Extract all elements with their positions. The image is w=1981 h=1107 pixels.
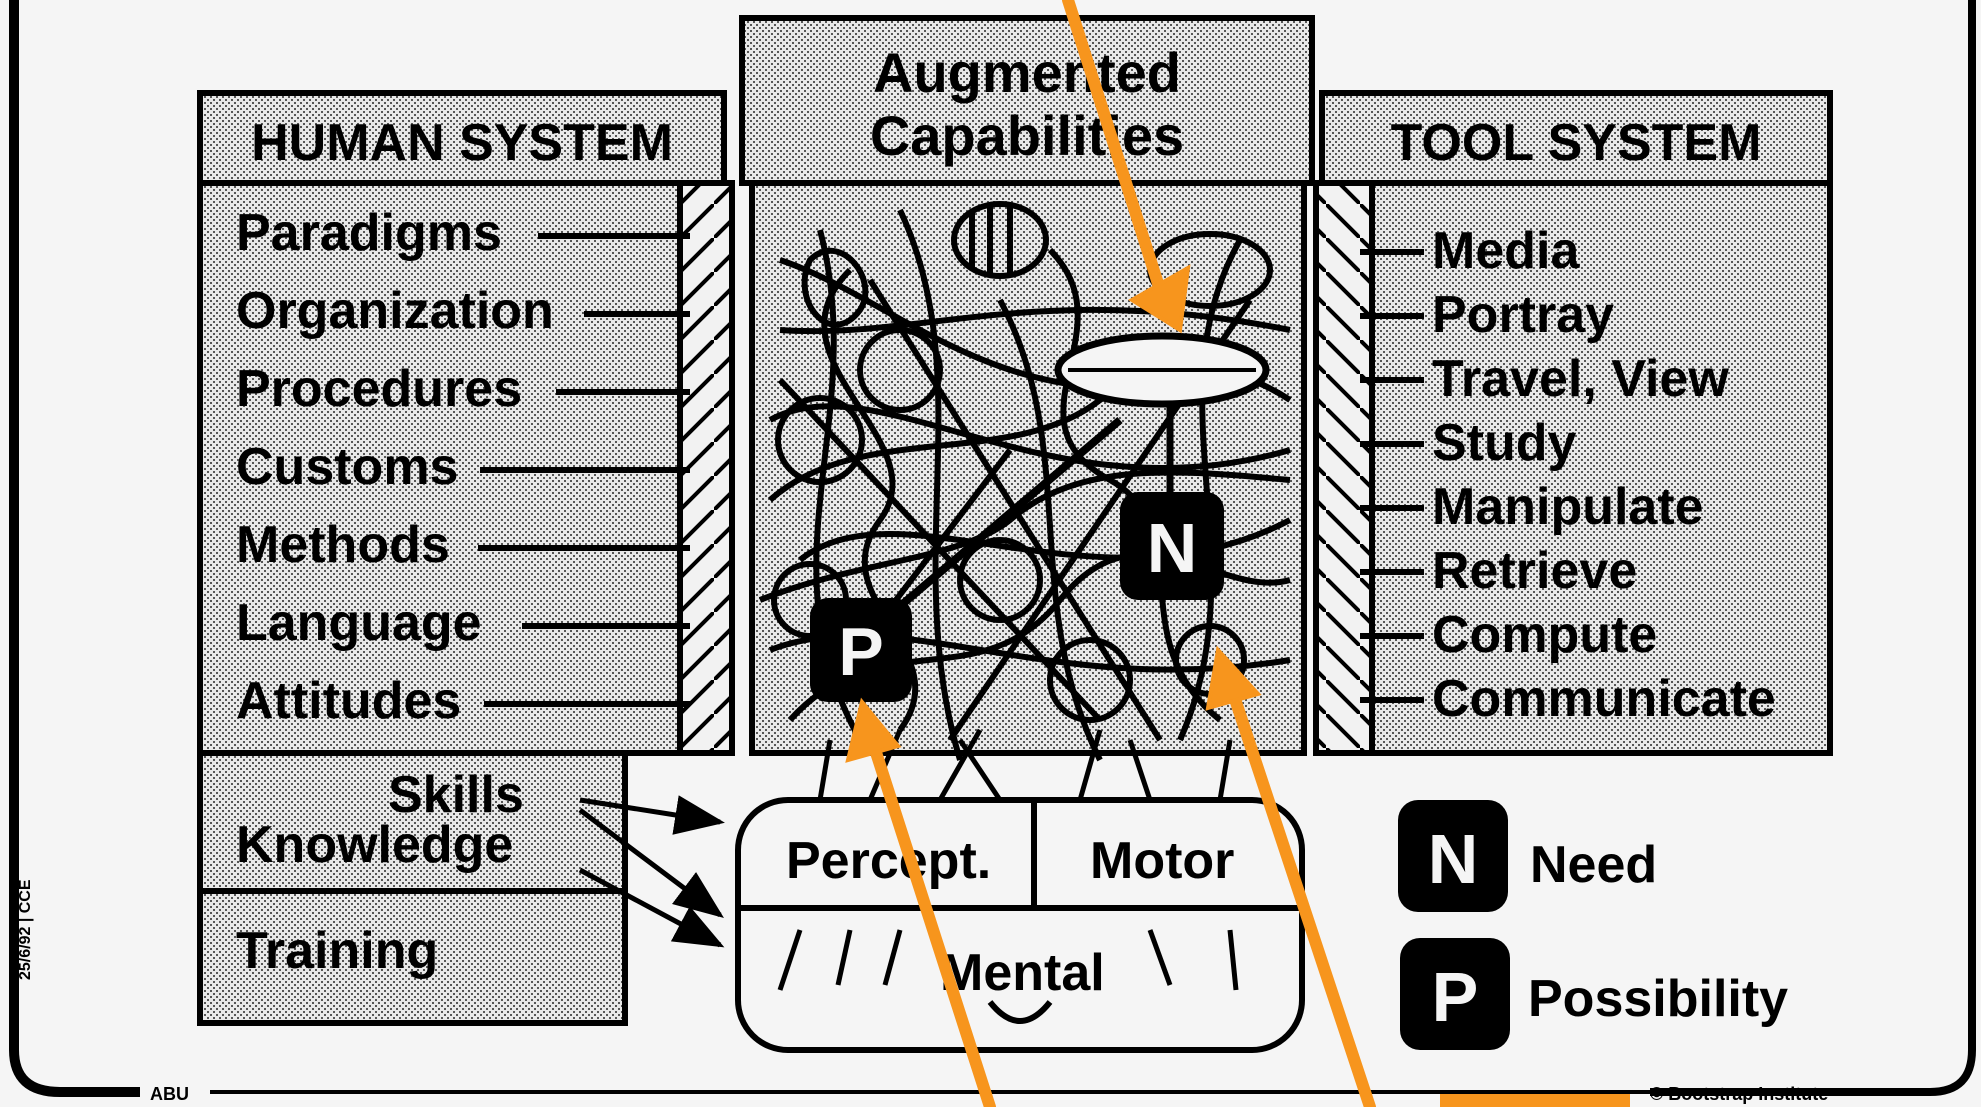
- augmented-header-line2: Capabilities: [870, 104, 1184, 167]
- page-border-right: [1650, 0, 1976, 1096]
- tool-item: Retrieve: [1432, 542, 1637, 600]
- skills-arrow: [579, 795, 725, 835]
- footer-right-tag: © Bootstrap Institute: [1650, 1084, 1828, 1104]
- arrow-to-node-head: [1205, 645, 1262, 711]
- legend-possibility-swatch: [1400, 938, 1510, 1050]
- skills-training-panel: Skills Knowledge Training: [197, 750, 725, 1026]
- arrow-to-goal: [1062, 0, 1166, 296]
- human-item: Customs: [236, 438, 458, 496]
- footer-left-tag: ABU: [150, 1084, 189, 1104]
- legend-need-swatch: [1398, 800, 1508, 912]
- need-node-glyph: N: [1147, 509, 1198, 587]
- capability-box: Percept. Motor Mental: [735, 728, 1305, 1053]
- human-item: Paradigms: [236, 204, 502, 262]
- human-item: Methods: [236, 516, 450, 574]
- page-border: [9, 0, 140, 1097]
- tool-leader-lines: [1360, 249, 1424, 703]
- human-system-panel: HUMAN SYSTEM: [197, 90, 735, 756]
- human-system-list: Paradigms Organization Procedures Custom…: [236, 204, 554, 730]
- tool-system-panel: TOOL SYSTEM: [1313, 90, 1833, 756]
- mental-label: Mental: [940, 944, 1105, 1002]
- tool-item: Study: [1432, 414, 1577, 472]
- human-item: Organization: [236, 282, 554, 340]
- human-system-header-box: [197, 90, 727, 186]
- arrow-to-goal-head: [1128, 264, 1191, 334]
- need-node: N: [1120, 492, 1224, 600]
- training-box: [197, 888, 628, 1026]
- tool-item: Compute: [1432, 606, 1657, 664]
- arrow-to-node: [1226, 684, 1376, 1107]
- arrow-to-possibility-head: [845, 697, 902, 763]
- legend-need-glyph: N: [1428, 820, 1479, 898]
- side-text: 25/6/92 | CCE: [17, 879, 34, 980]
- tool-item: Media: [1432, 222, 1580, 280]
- knowledge-label: Knowledge: [236, 816, 513, 874]
- human-item: Procedures: [236, 360, 522, 418]
- legend-possibility-glyph: P: [1432, 958, 1479, 1036]
- legend-need-label: Need: [1530, 836, 1657, 894]
- annotation-arrows: [845, 0, 1376, 1107]
- tool-item: Portray: [1432, 286, 1614, 344]
- tool-item: Manipulate: [1432, 478, 1704, 536]
- legend-possibility-label: Possibility: [1528, 970, 1788, 1028]
- tool-system-header-box: [1319, 90, 1833, 186]
- tool-system-list: Media Portray Travel, View Study Manipul…: [1432, 222, 1776, 728]
- human-leader-lines: [478, 233, 690, 707]
- motor-label: Motor: [1090, 832, 1234, 890]
- tool-item: Communicate: [1432, 670, 1776, 728]
- percept-label: Percept.: [786, 832, 991, 890]
- footer-highlight: [1440, 1094, 1630, 1107]
- augmented-header-line1: Augmented: [873, 41, 1181, 104]
- human-item: Attitudes: [236, 672, 461, 730]
- tool-system-hatch-bar: [1313, 180, 1375, 756]
- legend: N Need P Possibility: [1398, 800, 1788, 1050]
- goal-ellipse: [1054, 332, 1270, 492]
- arrow-to-possibility: [866, 734, 996, 1107]
- tool-system-body: [1369, 180, 1833, 756]
- training-label: Training: [236, 922, 438, 980]
- tool-system-header: TOOL SYSTEM: [1391, 114, 1762, 172]
- possibility-node: P: [810, 416, 1123, 702]
- tool-item: Travel, View: [1432, 350, 1729, 408]
- human-system-header: HUMAN SYSTEM: [251, 114, 673, 172]
- possibility-node-glyph: P: [838, 614, 883, 690]
- knowledge-arrow-2: [578, 867, 725, 948]
- human-item: Language: [236, 594, 482, 652]
- skills-label: Skills: [388, 766, 524, 824]
- knowledge-arrow-1: [578, 808, 724, 918]
